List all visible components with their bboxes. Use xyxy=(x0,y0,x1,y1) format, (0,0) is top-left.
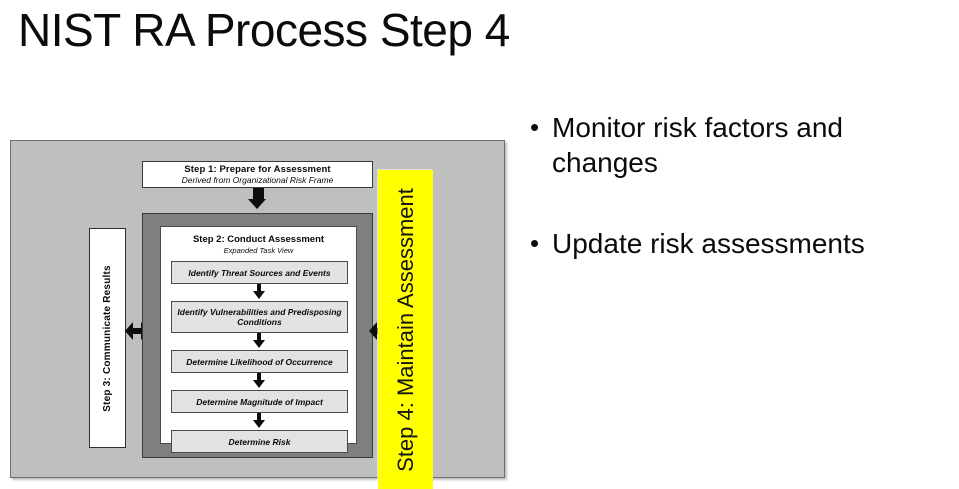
bullet-text: Monitor risk factors and changes xyxy=(552,112,843,178)
step1-subtitle: Derived from Organizational Risk Frame xyxy=(181,175,334,185)
task-box: Identify Threat Sources and Events xyxy=(171,261,348,284)
bullet-text: Update risk assessments xyxy=(552,228,865,259)
diagram-step3-box: Step 3: Communicate Results xyxy=(89,228,126,448)
task-box: Determine Magnitude of Impact xyxy=(171,390,348,413)
list-item: • Monitor risk factors and changes xyxy=(530,110,955,180)
diagram-step4-band: Step 4: Maintain Assessment xyxy=(378,170,433,489)
bullet-marker-icon: • xyxy=(530,112,540,142)
step2-subtitle: Expanded Task View xyxy=(223,246,294,255)
step3-label: Step 3: Communicate Results xyxy=(102,264,114,412)
list-item: • Update risk assessments xyxy=(530,226,955,261)
step1-title: Step 1: Prepare for Assessment xyxy=(184,164,331,175)
diagram-step2-panel: Step 2: Conduct Assessment Expanded Task… xyxy=(160,226,357,453)
diagram-step1-box: Step 1: Prepare for Assessment Derived f… xyxy=(142,161,373,188)
diagram-step2-frame: Step 2: Conduct Assessment Expanded Task… xyxy=(142,213,373,458)
task-box: Determine Risk xyxy=(171,430,348,453)
step4-label: Step 4: Maintain Assessment xyxy=(392,187,418,472)
task-box: Determine Likelihood of Occurrence xyxy=(171,350,348,373)
step2-title: Step 2: Conduct Assessment xyxy=(192,234,325,245)
bullet-marker-icon: • xyxy=(530,228,540,258)
page-title: NIST RA Process Step 4 xyxy=(18,4,510,56)
task-box: Identify Vulnerabilities and Predisposin… xyxy=(171,301,348,333)
bullet-list: • Monitor risk factors and changes • Upd… xyxy=(530,110,955,261)
